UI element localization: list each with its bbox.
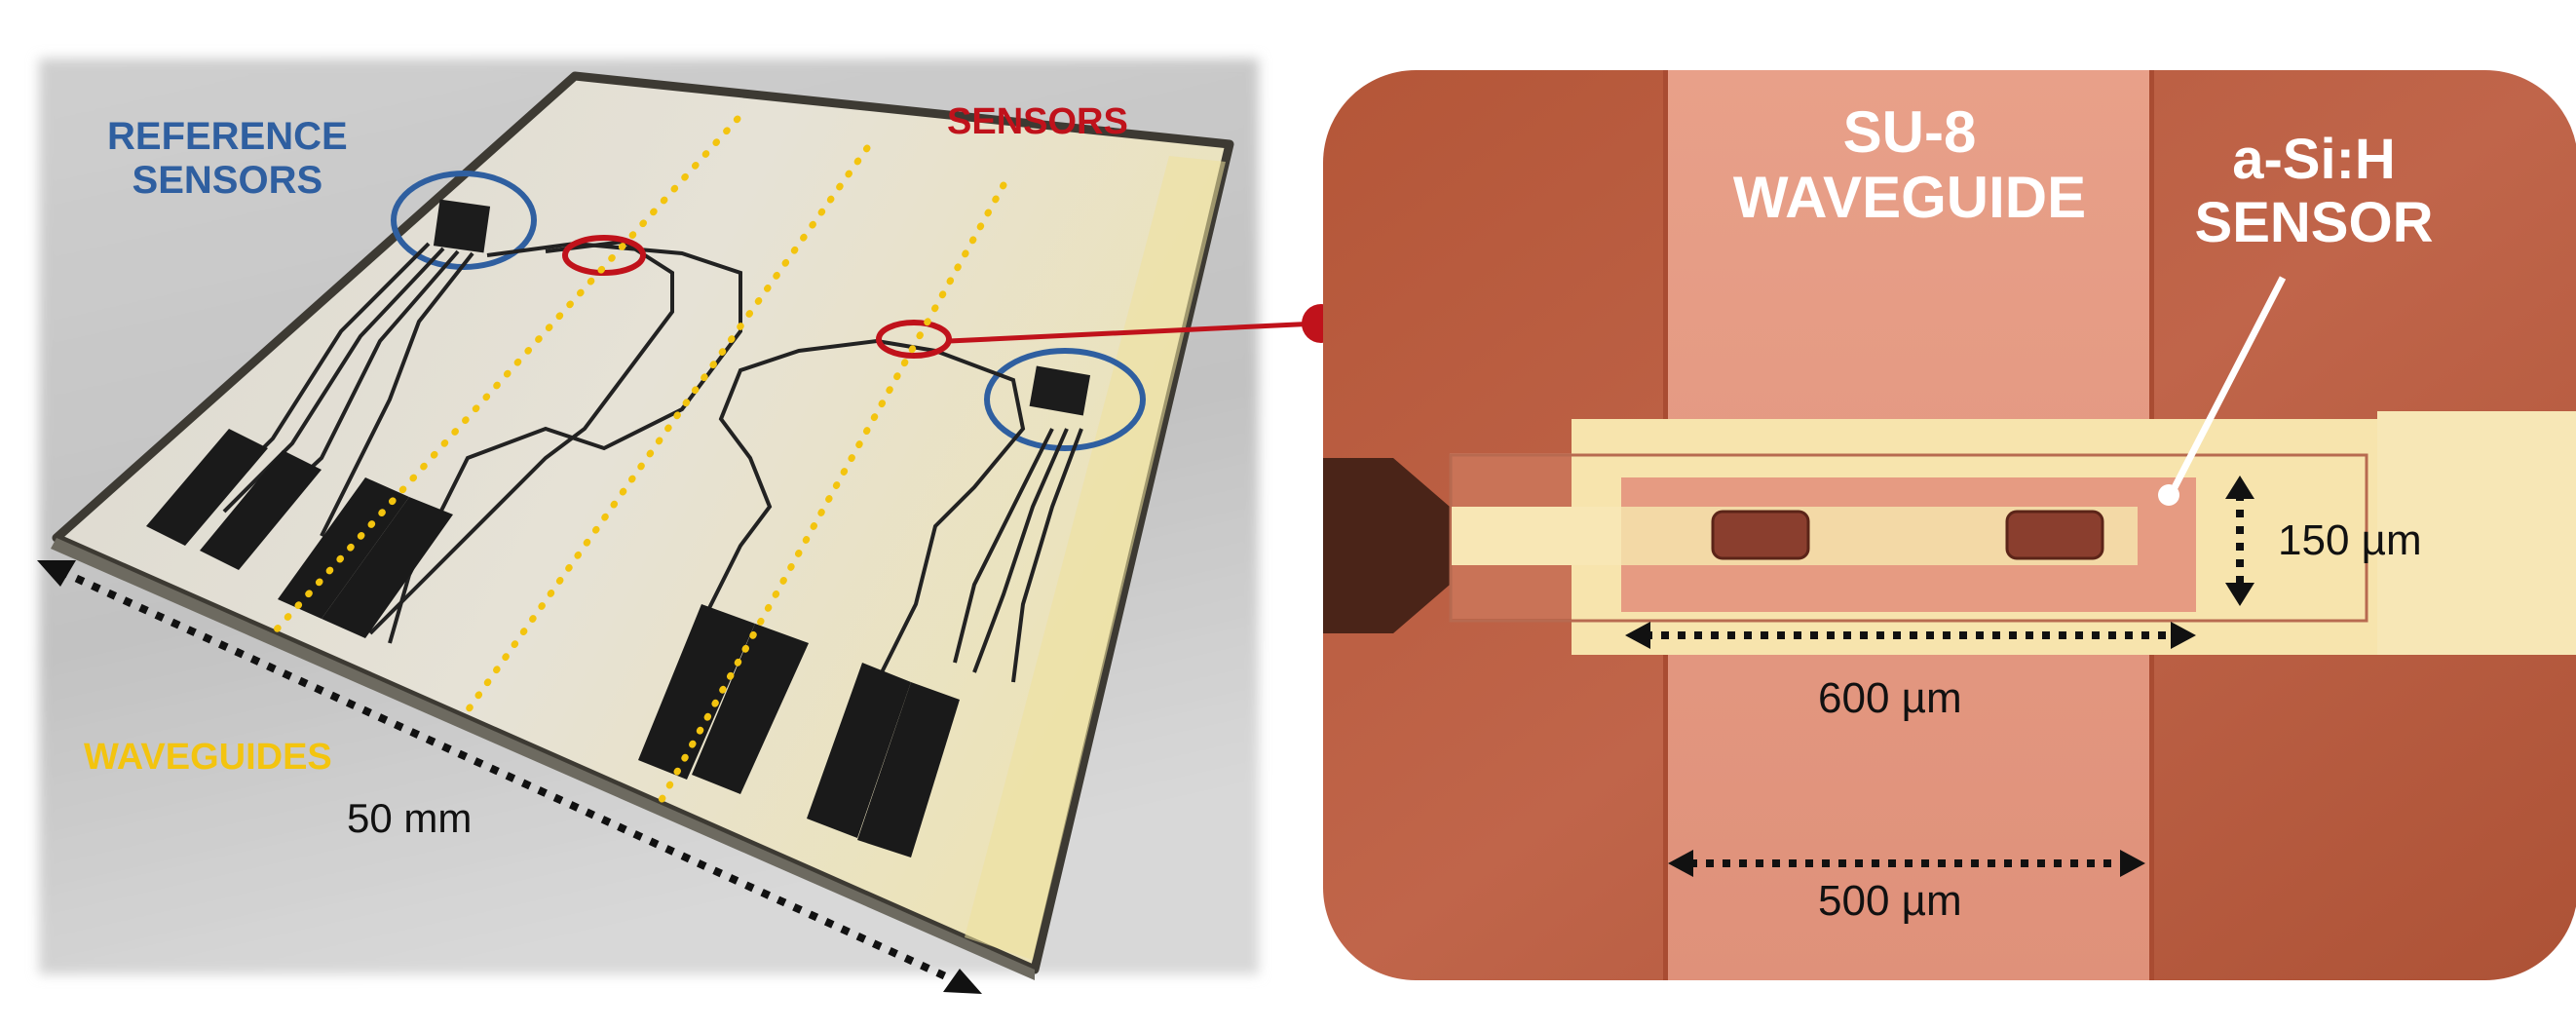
sensor-height-label: 150 µm (2278, 516, 2422, 564)
sensor-pointer-dot (2158, 484, 2179, 506)
su8-waveguide-label-line1: SU-8 (1842, 99, 1977, 165)
bright-electrode-right-arm (2377, 411, 2576, 655)
waveguides-label: WAVEGUIDES (84, 737, 332, 778)
waveguide-width-arrow (1668, 850, 2145, 877)
glass-chip-edge (51, 538, 1035, 980)
asih-sensor-label-line2: SENSOR (2194, 190, 2434, 254)
sensor-height-arrow (2225, 476, 2254, 606)
sensor-pixel-left (1711, 510, 1810, 560)
su8-waveguide-label-line2: WAVEGUIDE (1732, 165, 2087, 231)
microscope-view (1323, 70, 2576, 980)
asih-sensor-label-line1: a-Si:H (2232, 128, 2396, 191)
sensor-circle-left (562, 235, 646, 276)
zoom-connector-line (948, 321, 1318, 344)
waveguide-width-label: 500 µm (1818, 877, 1962, 925)
sensor-length-label: 600 µm (1818, 674, 1962, 722)
asih-sensor-label: a-Si:H SENSOR (2192, 128, 2436, 255)
sensor-pixel-right (2005, 510, 2104, 560)
chip-width-label: 50 mm (347, 795, 473, 841)
chip-dimension-arrow (37, 560, 982, 994)
chip-photo (37, 58, 1341, 994)
reference-sensors-label: REFERENCE SENSORS (107, 115, 348, 203)
waveguide-traces (203, 239, 1083, 683)
waveguide-markers (271, 115, 1007, 811)
electrode-inner-frame (1449, 453, 2368, 623)
sensor-pointer-line (2167, 276, 2287, 497)
reference-sensors-label-line1: REFERENCE (107, 115, 348, 158)
reference-sensor-chip (433, 199, 491, 253)
reference-sensors-label-line2: SENSORS (132, 158, 323, 202)
left-contact-lead (1323, 458, 1450, 633)
sensors-label: SENSORS (947, 101, 1128, 142)
contact-pads (146, 429, 960, 858)
reference-sensor-chip-right (1029, 365, 1091, 416)
su8-waveguide-label: SU-8 WAVEGUIDE (1713, 99, 2106, 230)
reference-sensor-circle-right (984, 348, 1146, 451)
chip-yellow-edge (965, 156, 1226, 960)
sensor-length-arrow (1625, 622, 2196, 649)
